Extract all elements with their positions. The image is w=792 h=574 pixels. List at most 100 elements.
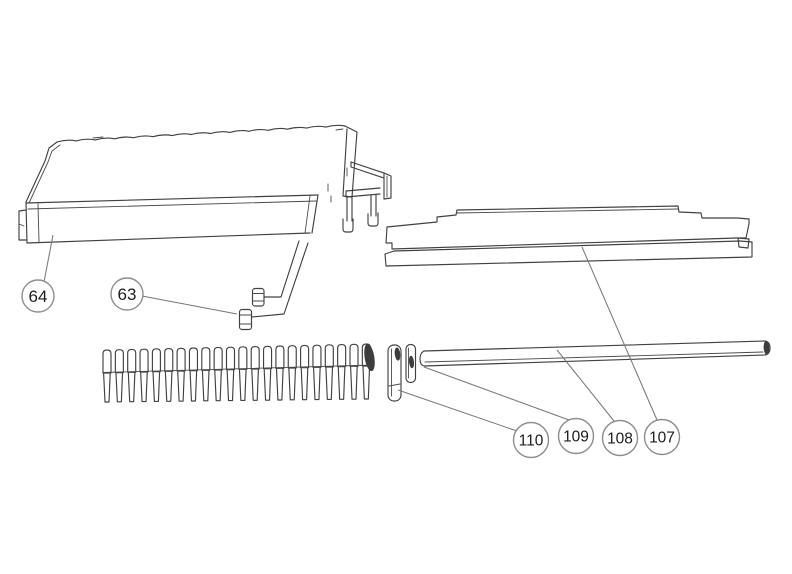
spring-loop-leg [312, 366, 321, 401]
bracket-cross-strap [345, 187, 381, 198]
screw-pin-lower [238, 308, 253, 331]
cover-rear-scalloped-edge [56, 124, 346, 143]
callout-63: 63 [110, 277, 238, 315]
screw-pin-upper [251, 287, 265, 307]
spring-loop-leg [325, 366, 334, 401]
rod-highlight-line [424, 351, 764, 363]
part-mounting-bracket [342, 161, 392, 233]
callout-64: 64 [21, 234, 55, 313]
callout-108-leader-line [556, 349, 615, 422]
rod-outline [419, 340, 771, 367]
spring-loop-leg [275, 367, 284, 401]
callout-107-circle [643, 418, 681, 456]
callout-63-label: 63 [118, 285, 137, 304]
spring-loop-leg [251, 368, 259, 401]
cover-left-tab-notch [18, 223, 25, 227]
spring-loop-leg [140, 371, 148, 403]
disc-small-outline [405, 343, 417, 384]
spring-loop-leg [189, 370, 198, 402]
callout-109-leader-line [423, 366, 570, 421]
cover-right-end-seam [304, 195, 311, 234]
callout-108-label: 108 [607, 430, 633, 447]
callout-110-label: 110 [519, 432, 544, 449]
cover-left-rear-edge [25, 141, 58, 203]
rail-top-outline [385, 205, 750, 250]
callout-107: 107 [581, 246, 681, 456]
disc-small-dark-edge [408, 355, 415, 369]
part-coil-spring [102, 343, 375, 403]
spring-loop-leg [300, 367, 309, 401]
rail-bottom-outline [384, 240, 753, 267]
cover-top-dash-right [335, 128, 344, 131]
spring-loop-top [349, 343, 359, 367]
part-cover-panel [18, 124, 358, 244]
part-shaft-rod [419, 340, 771, 367]
spring-loop-top [176, 347, 186, 372]
spring-loop-top [139, 348, 149, 373]
spring-loop-top [151, 348, 161, 373]
spring-loop-top [337, 343, 347, 368]
callout-110-circle [512, 421, 550, 459]
spring-loop-top [127, 348, 137, 373]
spring-end-cap [364, 343, 375, 372]
cover-right-face [342, 125, 358, 198]
callout-108: 108 [556, 349, 639, 457]
spring-loop-top [102, 349, 112, 374]
spring-loop-leg [152, 371, 161, 403]
bracket-right-foot [367, 212, 379, 227]
callout-107-label: 107 [649, 429, 675, 446]
cover-left-tab [18, 209, 28, 241]
part-rail-assembly [384, 205, 753, 267]
cover-front-bottom-edge [26, 232, 311, 244]
rail-top-inner-edge [456, 208, 679, 214]
disc-large-mid-line [388, 383, 401, 387]
cover-left-end-edge [25, 202, 28, 244]
disc-large-outline [387, 344, 402, 402]
disc-large-dark-edge [394, 347, 401, 361]
spring-loop-leg [362, 365, 371, 400]
spring-loop-leg [127, 371, 136, 403]
callout-110-leader-line [397, 389, 518, 432]
part-end-discs [387, 343, 417, 402]
bracket-arm [350, 161, 385, 179]
spring-loop-top [225, 346, 236, 371]
callout-109: 109 [423, 366, 595, 455]
spring-mid-connector-line [102, 364, 375, 373]
bracket-left-foot [342, 218, 354, 233]
spring-loop-top [164, 347, 174, 372]
callout-63-circle [110, 277, 144, 311]
spring-loop-leg [177, 370, 185, 402]
spring-loop-leg [115, 372, 124, 403]
spring-loop-top [312, 344, 322, 368]
screw-lower-assembly-line [250, 242, 309, 318]
spring-loop-leg [226, 369, 235, 402]
spring-loop-leg [214, 369, 222, 402]
cover-front-rim-line [27, 200, 318, 210]
spring-loop-top [262, 345, 273, 370]
spring-loop-top [201, 347, 211, 371]
callout-balloons: 64 63 110 109 108 107 [21, 234, 681, 459]
callout-108-circle [601, 419, 639, 457]
bracket-left-leg [346, 196, 353, 222]
spring-loop-top [324, 344, 334, 368]
spring-loop-top [275, 345, 285, 369]
spring-loop-leg [238, 368, 247, 402]
callout-107-leader-line [581, 246, 658, 421]
callout-109-circle [557, 417, 595, 455]
cover-right-end-edge [311, 194, 319, 234]
spring-loop-leg [288, 367, 297, 401]
callout-109-label: 109 [563, 428, 589, 445]
part-screw-pins [238, 240, 309, 331]
spring-loop-top [250, 345, 260, 370]
callout-64-leader-line [43, 234, 54, 283]
callout-64-label: 64 [29, 287, 48, 306]
spring-loop-top [300, 344, 310, 369]
cover-left-rear-edge-inner [28, 144, 61, 204]
spring-loop-leg [201, 369, 210, 402]
spring-loop-leg [164, 370, 173, 402]
rod-end-cap-dark [763, 341, 770, 355]
spring-loop-top [238, 346, 248, 370]
callout-63-leader-line [141, 295, 238, 315]
bracket-right-leg [370, 194, 377, 217]
